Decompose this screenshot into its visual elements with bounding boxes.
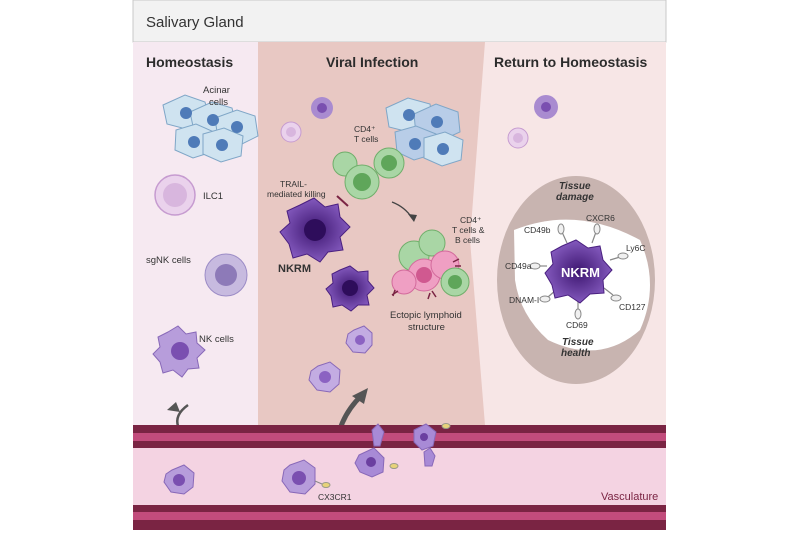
acinar-cells-infected [385, 97, 464, 167]
vasculature-band [133, 425, 666, 530]
vascular-nk-cell-1 [163, 464, 195, 495]
marker-cd49b: CD49b [524, 225, 551, 235]
sgnk-label: sgNK cells [146, 255, 191, 266]
ilc1-small [280, 121, 302, 143]
cx3cr1-label: CX3CR1 [318, 492, 352, 502]
ilc1-cell [154, 174, 196, 216]
cd4-label-line2: T cells [354, 134, 378, 144]
return-nk-cell [534, 95, 558, 119]
vasculature-label: Vasculature [601, 491, 658, 503]
arrow-head-up [167, 402, 180, 412]
extravasating-nk-cell-1 [354, 423, 399, 478]
acinar-cells-cluster [162, 94, 259, 163]
cd4tb-label-line2: T cells & [452, 225, 485, 235]
nkrm-cell-2 [325, 265, 375, 312]
nkrm-cell-return [544, 239, 613, 304]
nkrm-label: NKRM [278, 263, 311, 275]
cd4tb-label-line1: CD4⁺ [460, 215, 482, 225]
circulating-nk-cell [311, 97, 333, 119]
infiltration-arrow-head [352, 388, 368, 404]
sgnk-cell [204, 253, 248, 297]
infection-header: Viral Infection [326, 54, 418, 70]
acinar-label-line1: Acinar [203, 85, 230, 96]
marker-cxcr6: CXCR6 [586, 213, 615, 223]
tissue-health-line1: Tissue [562, 337, 594, 348]
ilc1-label: ILC1 [203, 191, 223, 202]
ectopic-label-line2: structure [408, 322, 445, 333]
marker-ly6c: Ly6C [626, 243, 646, 253]
trail-receptor [336, 195, 349, 207]
cd4-t-cells-group [332, 147, 405, 200]
tissue-health-line2: health [561, 348, 590, 359]
homeostasis-header: Homeostasis [146, 54, 233, 70]
cd4-label-line1: CD4⁺ [354, 124, 376, 134]
vascular-nk-cell-cx3cr1 [281, 459, 331, 495]
ectopic-lymphoid-structure [391, 229, 470, 300]
tissue-damage-line2: damage [556, 192, 594, 203]
trail-label-line2: mediated killing [267, 189, 326, 199]
tissue-damage-line1: Tissue [559, 181, 591, 192]
nk-cell-homeostasis [152, 325, 206, 378]
nkrm-cell-infection [279, 197, 351, 263]
marker-cd49a: CD49a [505, 261, 532, 271]
return-ilc1-cell [507, 127, 529, 149]
return-header: Return to Homeostasis [494, 54, 647, 70]
nk-label: NK cells [199, 334, 234, 345]
figure-title: Salivary Gland [146, 14, 244, 31]
cd4tb-label-line3: B cells [455, 235, 480, 245]
acinar-label-line2: cells [209, 97, 228, 108]
extravasating-nk-cell-2 [413, 423, 451, 467]
nkrm-center-label: NKRM [561, 265, 600, 280]
trail-label-line1: TRAIL- [280, 179, 307, 189]
nkrm-cell-receptors [529, 223, 629, 320]
ectopic-label-line1: Ectopic lymphoid [390, 310, 462, 321]
title-bar [132, 0, 667, 43]
marker-cd69: CD69 [566, 320, 588, 330]
marker-cd127: CD127 [619, 302, 646, 312]
marker-dnam: DNAM-I [509, 295, 539, 305]
migrating-nk-cell-2 [308, 361, 341, 393]
migrating-nk-cell-1 [345, 325, 373, 354]
